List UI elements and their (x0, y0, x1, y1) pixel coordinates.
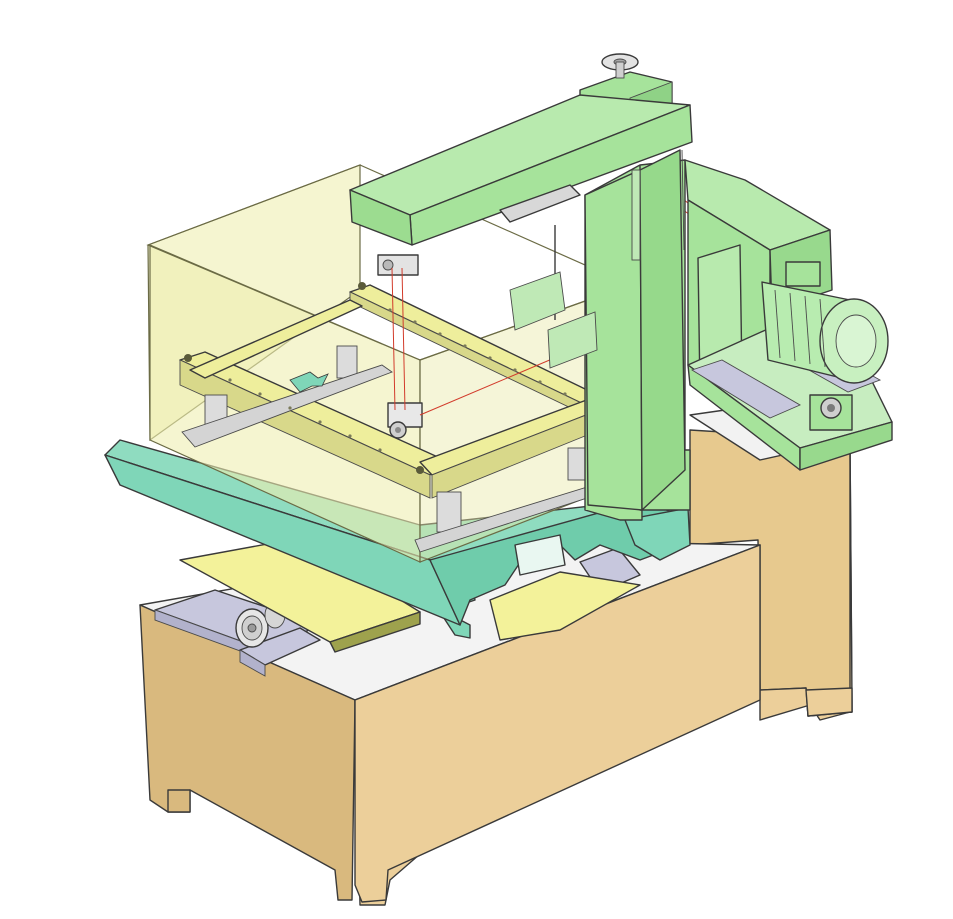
base-front-panel (354, 544, 761, 903)
work-table (104, 439, 691, 639)
saddle-right-block (489, 571, 641, 641)
arm-slider (499, 184, 581, 223)
cutting-head (377, 254, 423, 439)
handwheel-icon[interactable] (601, 53, 639, 79)
motor-icon (761, 261, 889, 384)
saddle-side (329, 611, 421, 653)
frame-left-bar (189, 299, 363, 379)
column-side (639, 149, 686, 511)
z-scale (631, 169, 641, 261)
table-slot (514, 534, 566, 576)
column (349, 53, 693, 521)
motor-rail-1 (690, 359, 801, 419)
bearing-block (809, 394, 853, 431)
motor-assembly (684, 159, 893, 471)
column-guide-rail-2 (547, 311, 598, 369)
handwheel-icon[interactable] (235, 601, 286, 648)
frame-front-bar-side (179, 359, 431, 499)
x-frame (179, 282, 619, 553)
column-guide-rail (509, 271, 566, 331)
rail-left-front-side (239, 649, 266, 677)
saddle (179, 537, 641, 653)
direction-arrow (289, 371, 329, 393)
motor-platform-right (799, 421, 893, 471)
frame-holes (228, 308, 567, 452)
column-arm-left (349, 189, 413, 246)
base-foot-left (167, 789, 191, 813)
post-front-right (436, 491, 462, 533)
base-foot-right (805, 687, 853, 717)
base-left-face (139, 604, 356, 901)
post-rear-left (336, 345, 358, 379)
base-plate-left (181, 364, 393, 448)
